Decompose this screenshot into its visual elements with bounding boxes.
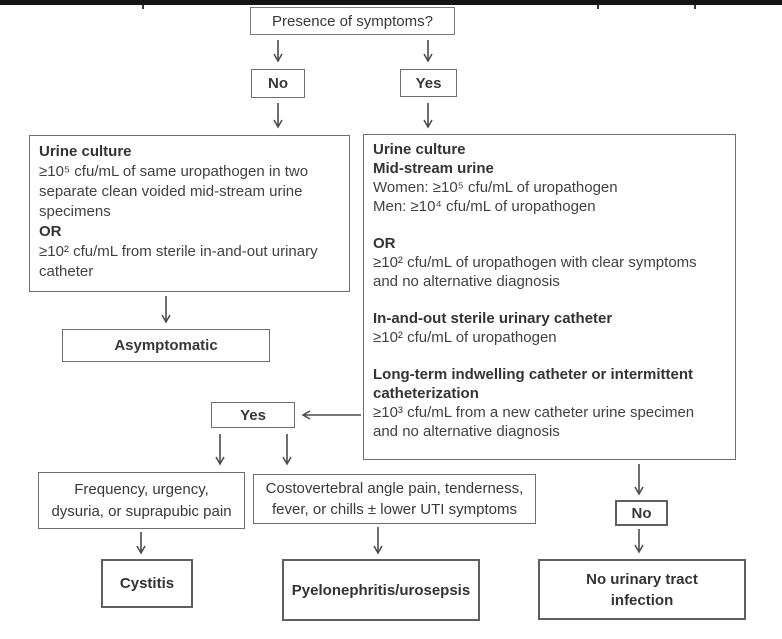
pyelonephritis-outcome-box: Pyelonephritis/urosepsis [282,559,480,621]
branch-yes-label: Yes [415,74,442,92]
criteria-text: ≥10⁵ cfu/mL of same uropathogen in two s… [39,163,309,220]
or-label: OR [39,223,62,240]
criteria-text: ≥10² cfu/mL from sterile in-and-out urin… [39,243,318,280]
criteria-text: ≥10³ cfu/mL from a new catheter urine sp… [373,404,695,440]
asymptomatic-outcome-label: Asymptomatic [114,337,218,354]
root-question-box: Presence of symptoms? [250,7,455,35]
cystitis-outcome-label: Cystitis [119,575,175,592]
criteria-text: ≥10² cfu/mL of uropathogen with clear sy… [373,254,697,290]
symptoms-absent-box: No [615,500,668,526]
criteria-subheading: Mid-stream urine [373,160,494,177]
symptoms-present-box: Yes [211,402,295,428]
symptoms-absent-label: No [631,504,652,522]
or-label: OR [373,235,396,252]
branch-no-label: No [268,75,288,92]
criteria-text: Women: ≥10⁵ cfu/mL of uropathogen [373,179,618,196]
branch-no-box: No [251,69,305,98]
criteria-text: Men: ≥10⁴ cfu/mL of uropathogen [373,198,596,215]
pyelonephritis-symptoms-text: Costovertebral angle pain, tenderness, f… [265,480,524,518]
no-uti-outcome-label: No urinary tract infection [586,570,698,609]
top-bar-tick [597,5,599,9]
cystitis-symptoms-box: Frequency, urgency, dysuria, or suprapub… [38,472,245,529]
symptomatic-criteria-box: Urine culture Mid-stream urine Women: ≥1… [363,134,736,460]
cystitis-outcome-box: Cystitis [101,559,193,608]
criteria-heading: Long-term indwelling catheter or intermi… [373,366,694,402]
criteria-heading: Urine culture [39,143,132,160]
branch-yes-box: Yes [400,69,457,97]
root-question-label: Presence of symptoms? [272,12,433,30]
top-bar-tick [694,5,696,9]
pyelonephritis-symptoms-box: Costovertebral angle pain, tenderness, f… [253,474,536,524]
cystitis-symptoms-text: Frequency, urgency, dysuria, or suprapub… [51,480,232,520]
no-uti-outcome-box: No urinary tract infection [538,559,746,620]
asymptomatic-criteria-box: Urine culture ≥10⁵ cfu/mL of same uropat… [29,135,350,292]
criteria-text: ≥10² cfu/mL of uropathogen [373,329,557,346]
pyelonephritis-outcome-label: Pyelonephritis/urosepsis [291,581,471,599]
criteria-heading: In-and-out sterile urinary catheter [373,310,613,327]
top-bar-tick [142,5,144,9]
asymptomatic-outcome-box: Asymptomatic [62,329,270,362]
top-border-bar [0,0,782,5]
symptoms-present-label: Yes [240,406,266,424]
criteria-heading: Urine culture [373,141,466,158]
